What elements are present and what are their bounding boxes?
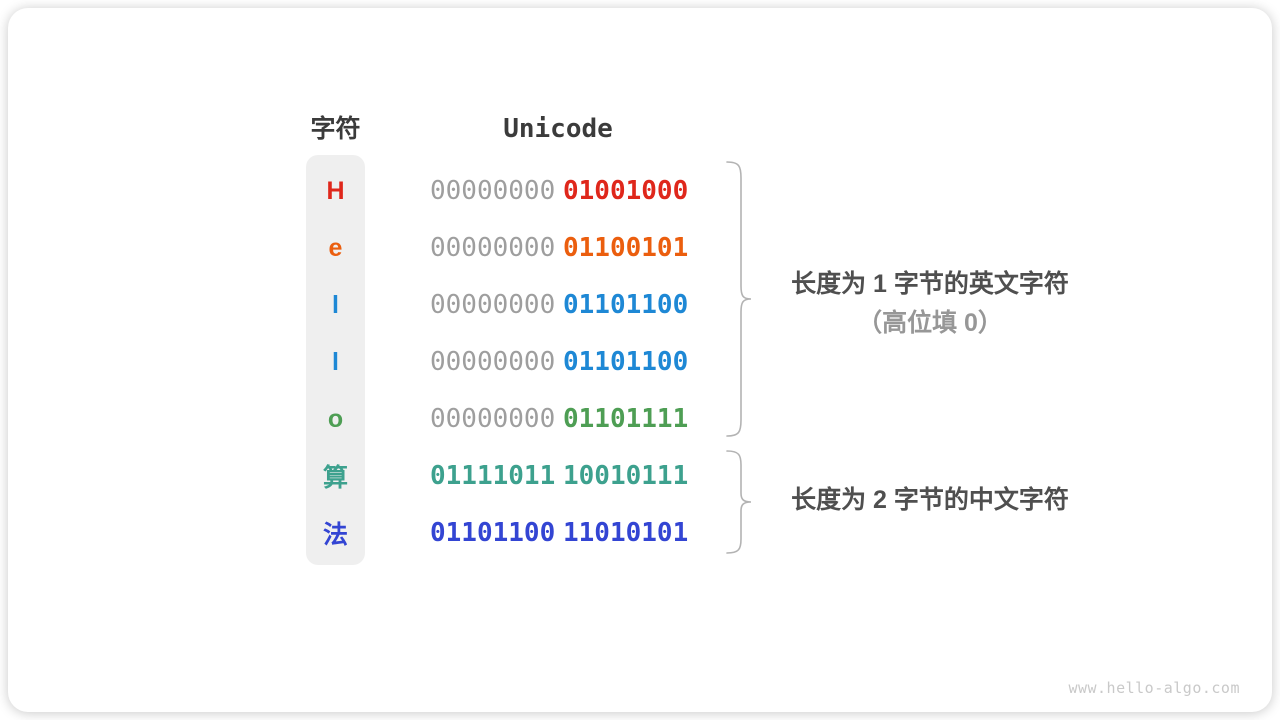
annotation-english-chars: 长度为 1 字节的英文字符 （高位填 0） [750,265,1110,343]
annotation-chinese-line1: 长度为 2 字节的中文字符 [791,486,1069,514]
byte-value: 01101111 [563,404,689,434]
byte-value: 00000000 [430,176,556,206]
char-cell: l [332,347,339,376]
byte-value: 10010111 [563,461,689,491]
byte-value: 00000000 [430,233,556,263]
annotation-english-line1: 长度为 1 字节的英文字符 [791,270,1069,298]
char-column-background [306,155,365,565]
annotation-english-line2: （高位填 0） [857,309,1003,337]
byte-value: 01001000 [563,176,689,206]
char-cell: l [332,290,339,319]
unicode-column-header: Unicode [503,114,613,144]
byte-value: 00000000 [430,290,556,320]
byte-value: 01101100 [430,518,556,548]
byte-value: 00000000 [430,347,556,377]
char-column-header: 字符 [310,115,361,143]
char-cell: 算 [322,464,348,492]
brace-chinese-group [726,450,752,554]
char-cell: o [327,404,344,433]
char-cell: e [328,233,343,262]
char-cell: H [326,176,345,205]
byte-value: 01101100 [563,290,689,320]
byte-value: 01100101 [563,233,689,263]
byte-value: 01111011 [430,461,556,491]
brace-english-group [726,161,752,437]
byte-value: 00000000 [430,404,556,434]
byte-value: 11010101 [563,518,689,548]
char-cell: 法 [322,521,348,549]
watermark-url: www.hello-algo.com [1068,679,1240,697]
byte-value: 01101100 [563,347,689,377]
annotation-chinese-chars: 长度为 2 字节的中文字符 [750,481,1110,520]
